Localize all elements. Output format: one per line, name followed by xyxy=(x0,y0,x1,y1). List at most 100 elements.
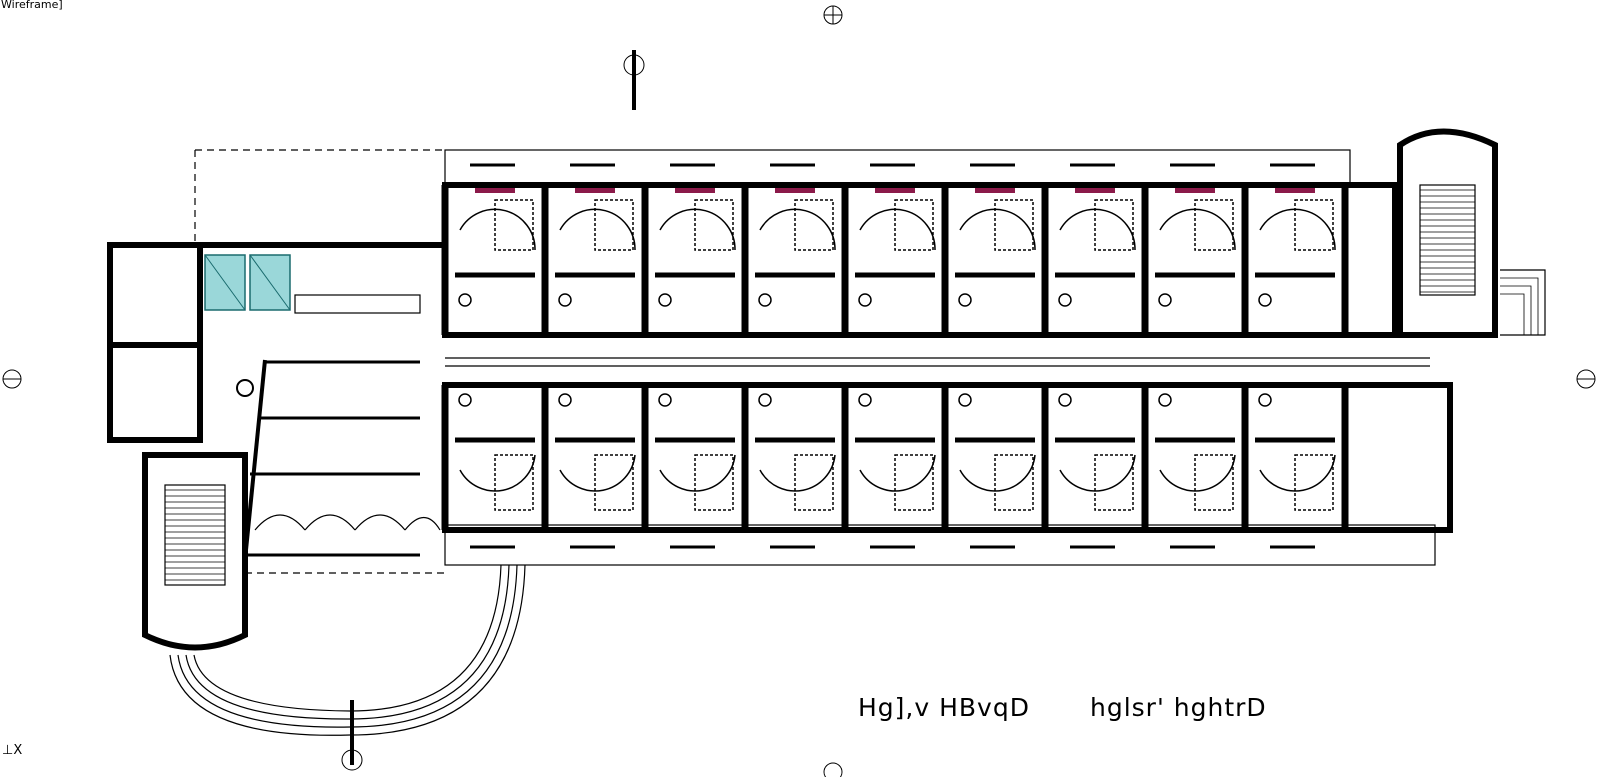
north-room-bed xyxy=(894,199,934,251)
north-room-fixture xyxy=(658,293,672,307)
north-room-fixture xyxy=(558,293,572,307)
south-room-fixture xyxy=(958,393,972,407)
stair-run-east xyxy=(1419,184,1476,296)
south-room-fixture xyxy=(458,393,472,407)
south-room-bed xyxy=(694,454,734,511)
north-room-bed xyxy=(594,199,634,251)
south-room-fixture xyxy=(858,393,872,407)
stair-treads-west xyxy=(165,489,225,581)
viewport-style-label[interactable]: Wireframe] xyxy=(1,0,63,11)
elevator-shafts xyxy=(204,254,291,311)
north-room-door-arc xyxy=(959,208,1036,251)
drawing-caption-right[interactable]: hglsr' hghtrD xyxy=(1090,693,1267,722)
stair-treads-east xyxy=(1420,189,1475,293)
stair-tower-west xyxy=(142,452,248,651)
stair-tower-east xyxy=(1397,128,1546,338)
north-room-door-arc xyxy=(1159,208,1236,251)
south-room-bed xyxy=(594,454,634,511)
south-room-bed xyxy=(994,454,1034,511)
north-room-accent xyxy=(675,188,715,193)
north-room-fixture xyxy=(958,293,972,307)
south-room-bed xyxy=(894,454,934,511)
lobby-column xyxy=(236,379,254,397)
guest-rooms xyxy=(455,163,1336,549)
south-room-door-arc xyxy=(959,454,1036,492)
north-room-bed xyxy=(1294,199,1334,251)
north-room-fixture xyxy=(458,293,472,307)
south-room-bed xyxy=(794,454,834,511)
north-room-bed xyxy=(1194,199,1234,251)
north-room-bed xyxy=(1094,199,1134,251)
north-room-bed xyxy=(994,199,1034,251)
north-room-door-arc xyxy=(459,208,536,251)
north-room-accent xyxy=(775,188,815,193)
section-marker-icon[interactable] xyxy=(823,5,843,25)
dashed-canopy-top xyxy=(194,149,445,245)
exterior-steps-east-treads xyxy=(1500,277,1539,335)
lobby-doors xyxy=(254,514,441,531)
north-room-accent xyxy=(1175,188,1215,193)
north-room-accent xyxy=(575,188,615,193)
ramp-edge-1 xyxy=(177,564,518,728)
stair-tower-west-walls xyxy=(142,452,248,651)
lobby-diagonal-wall xyxy=(243,359,267,561)
south-room-fixture xyxy=(758,393,772,407)
south-room-door-arc xyxy=(1159,454,1236,492)
north-room-door-arc xyxy=(559,208,636,251)
north-room-accent xyxy=(975,188,1015,193)
section-marker-icon[interactable] xyxy=(341,700,363,771)
north-room-fixture xyxy=(1058,293,1072,307)
north-room-door-arc xyxy=(1059,208,1136,251)
north-room-bed xyxy=(694,199,734,251)
south-room-door-arc xyxy=(759,454,836,492)
stair-run-west xyxy=(164,484,226,586)
south-room-bed xyxy=(1294,454,1334,511)
north-room-accent xyxy=(875,188,915,193)
drawing-caption-left[interactable]: Hg],v HBvqD xyxy=(858,693,1030,722)
section-marker-icon[interactable] xyxy=(623,50,645,110)
stair-tower-east-walls xyxy=(1397,128,1498,338)
wc-block-walls xyxy=(107,242,203,443)
section-marker-icon[interactable] xyxy=(823,762,843,777)
north-room-door-arc xyxy=(1259,208,1336,251)
south-room-door-arc xyxy=(859,454,936,492)
north-wing-walls xyxy=(442,182,1398,338)
section-marker-icon[interactable] xyxy=(1576,369,1596,389)
south-room-bed xyxy=(1094,454,1134,511)
lobby-door-swings xyxy=(254,514,441,531)
plan-linework xyxy=(194,149,1436,574)
balcony-strip-bottom xyxy=(444,524,1436,566)
north-room-accent xyxy=(1075,188,1115,193)
section-marker-icon[interactable] xyxy=(2,369,22,389)
south-room-door-arc xyxy=(1059,454,1136,492)
reception-counter xyxy=(294,294,421,314)
south-room-door-arc xyxy=(559,454,636,492)
south-room-door-arc xyxy=(1259,454,1336,492)
south-room-fixture xyxy=(1258,393,1272,407)
south-room-bed xyxy=(494,454,534,511)
south-room-door-arc xyxy=(459,454,536,492)
north-room-accent xyxy=(475,188,515,193)
ramp-edge-inner xyxy=(193,564,502,712)
north-room-fixture xyxy=(1258,293,1272,307)
ucs-icon[interactable]: ⊥X xyxy=(2,743,23,758)
section-markers[interactable] xyxy=(2,5,1596,777)
room-partitions xyxy=(441,185,1349,530)
north-room-door-arc xyxy=(859,208,936,251)
south-room-door-arc xyxy=(659,454,736,492)
balcony-strip-top xyxy=(444,149,1351,186)
north-room-bed xyxy=(494,199,534,251)
north-room-fixture xyxy=(758,293,772,307)
entrance-ramp xyxy=(169,564,526,736)
room-accent-furniture xyxy=(475,188,1315,193)
north-room-fixture xyxy=(858,293,872,307)
exterior-steps-east xyxy=(1500,269,1546,336)
south-room-fixture xyxy=(1158,393,1172,407)
south-room-bed xyxy=(1194,454,1234,511)
north-room-door-arc xyxy=(659,208,736,251)
south-room-fixture xyxy=(658,393,672,407)
north-room-door-arc xyxy=(759,208,836,251)
north-room-fixture xyxy=(1158,293,1172,307)
north-room-accent xyxy=(1275,188,1315,193)
